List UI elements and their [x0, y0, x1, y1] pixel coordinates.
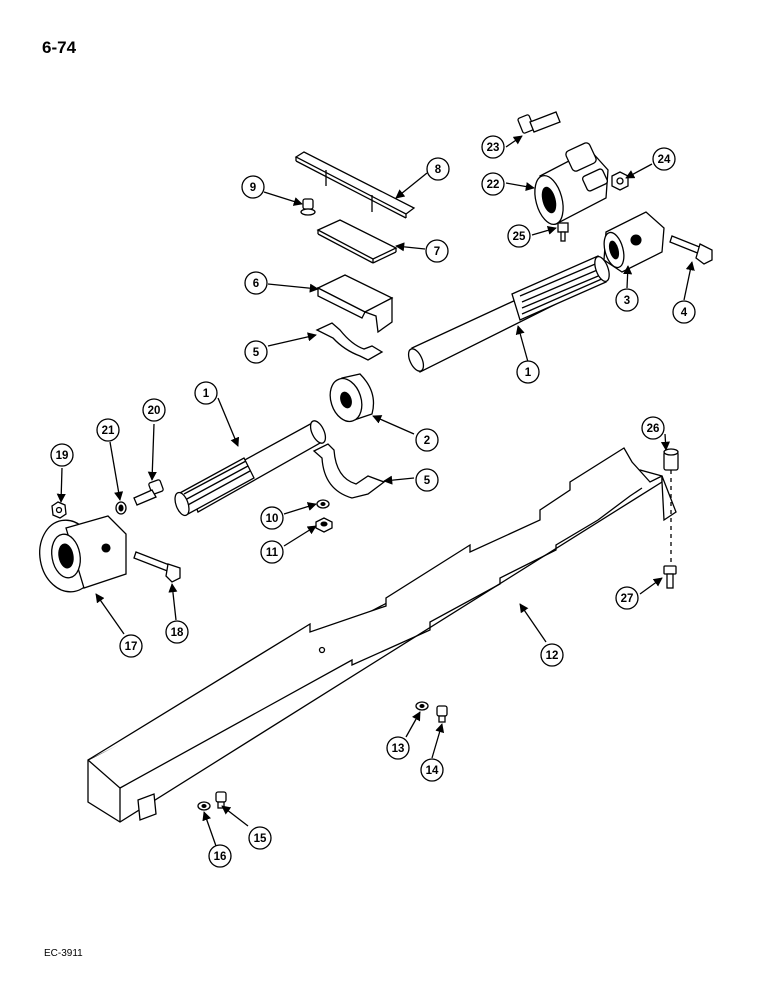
svg-text:1: 1: [525, 367, 532, 379]
svg-text:9: 9: [250, 182, 256, 194]
callout-12: 12: [540, 643, 564, 667]
callout-14: 14: [420, 758, 444, 782]
callout-25: 25: [507, 224, 531, 248]
svg-text:16: 16: [214, 851, 227, 863]
part-15-bolt: [215, 791, 227, 809]
svg-text:27: 27: [621, 593, 634, 605]
part-18-bolt: [133, 551, 181, 583]
callout-1-upper: 1: [516, 360, 540, 384]
page-number: 6-74: [42, 38, 77, 57]
svg-text:21: 21: [102, 425, 115, 437]
part-27-bolt: [663, 565, 677, 589]
callout-24: 24: [652, 147, 676, 171]
callout-9: 9: [241, 175, 265, 199]
callout-6: 6: [244, 271, 268, 295]
callout-27: 27: [615, 586, 639, 610]
callout-1-lower: 1: [194, 381, 218, 405]
callout-23: 23: [481, 135, 505, 159]
svg-text:23: 23: [487, 142, 500, 154]
callout-17: 17: [119, 634, 143, 658]
callout-5-upper: 5: [244, 340, 268, 364]
svg-text:2: 2: [424, 435, 430, 447]
part-2-bushing: [329, 373, 375, 423]
callout-26: 26: [641, 416, 665, 440]
svg-text:3: 3: [624, 295, 630, 307]
callout-5-lower: 5: [415, 468, 439, 492]
callout-11: 11: [260, 540, 284, 564]
svg-text:25: 25: [513, 231, 526, 243]
figure-code: EC-3911: [44, 948, 83, 959]
svg-text:22: 22: [487, 179, 500, 191]
callout-10: 10: [260, 506, 284, 530]
callouts: 1 1 2 3 4 5 5 6 7 8 9 10 11 12 13 14 15 …: [50, 135, 696, 868]
callout-4: 4: [672, 300, 696, 324]
callout-16: 16: [208, 844, 232, 868]
svg-text:19: 19: [56, 450, 69, 462]
svg-text:13: 13: [392, 743, 405, 755]
part-4-bolt: [669, 235, 713, 265]
svg-text:20: 20: [148, 405, 161, 417]
part-19-nut: [51, 501, 67, 519]
svg-text:8: 8: [435, 164, 442, 176]
part-8-clamp-plate: [294, 151, 416, 219]
svg-text:18: 18: [171, 627, 184, 639]
svg-text:5: 5: [424, 475, 431, 487]
callout-15: 15: [248, 826, 272, 850]
svg-text:4: 4: [681, 307, 688, 319]
svg-text:26: 26: [647, 423, 660, 435]
callout-3: 3: [615, 288, 639, 312]
part-21-washer: [115, 501, 127, 515]
svg-text:10: 10: [266, 513, 279, 525]
callout-20: 20: [142, 398, 166, 422]
part-20-bolt: [133, 479, 164, 506]
part-1-shaft-lower: [174, 420, 327, 517]
svg-text:15: 15: [254, 833, 267, 845]
part-5-saddle-clamp-lower: [312, 443, 386, 499]
part-23-bolt: [517, 111, 561, 134]
part-1-shaft-upper: [407, 255, 610, 373]
svg-text:1: 1: [203, 388, 210, 400]
part-22-coupling: [534, 142, 609, 226]
svg-text:12: 12: [546, 650, 559, 662]
part-17-flange-yoke: [39, 515, 127, 593]
svg-text:5: 5: [253, 347, 260, 359]
callout-7: 7: [425, 239, 449, 263]
part-14-bolt: [436, 705, 448, 723]
callout-22: 22: [481, 172, 505, 196]
svg-text:7: 7: [434, 246, 440, 258]
part-10-washer: [316, 499, 330, 509]
part-3-yoke: [603, 211, 665, 273]
part-7-shim-plate: [316, 219, 398, 264]
callout-2: 2: [415, 428, 439, 452]
svg-text:14: 14: [426, 765, 439, 777]
part-25-grease-fitting: [557, 222, 569, 242]
part-16-washer: [197, 801, 211, 811]
callout-8: 8: [426, 157, 450, 181]
leader-lines: [56, 135, 695, 847]
svg-text:11: 11: [266, 547, 279, 559]
part-9-bolt: [300, 198, 316, 216]
svg-text:6: 6: [253, 278, 259, 290]
callout-21: 21: [96, 418, 120, 442]
part-12-channel-guard: [87, 447, 677, 823]
part-6-bracket: [316, 274, 394, 334]
part-24-nut: [611, 171, 629, 191]
part-13-washer: [415, 701, 429, 711]
part-5-saddle-clamp-upper: [315, 322, 384, 361]
callout-18: 18: [165, 620, 189, 644]
callout-13: 13: [386, 736, 410, 760]
svg-text:17: 17: [125, 641, 138, 653]
svg-text:24: 24: [658, 154, 671, 166]
part-26-spacer: [663, 448, 679, 471]
part-11-nut: [315, 517, 333, 533]
callout-19: 19: [50, 443, 74, 467]
